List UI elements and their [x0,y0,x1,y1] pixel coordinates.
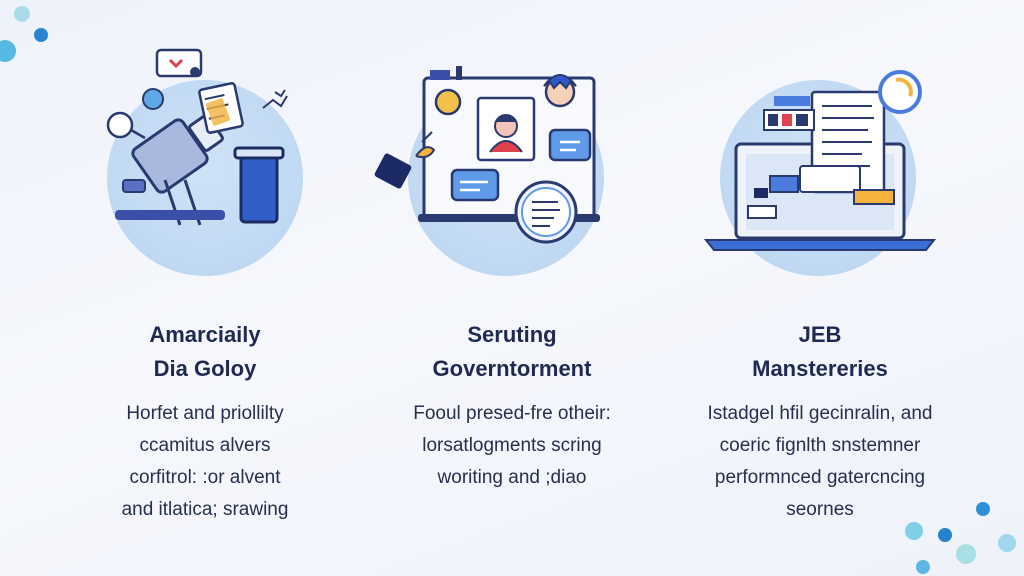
whiteboard-presentation-icon [374,66,600,244]
card-description: Fooul presed-fre otheir: lorsatlogments … [413,403,611,488]
card-description: Istadgel hfil gecinralin, and coeric fig… [707,403,933,520]
decor-dot [998,534,1016,552]
decor-dot [976,502,990,516]
card-description: Horfet and priollilty ccamitus alvers co… [121,403,289,520]
decor-dot [938,528,952,542]
workspace-desk-icon [106,48,288,226]
decor-dot [34,28,48,42]
decor-dot [956,544,976,564]
decor-dot [905,522,923,540]
laptop-documents-icon [703,70,937,251]
decor-dot [14,6,30,22]
decor-dot [916,560,930,574]
decor-dot [0,40,16,62]
